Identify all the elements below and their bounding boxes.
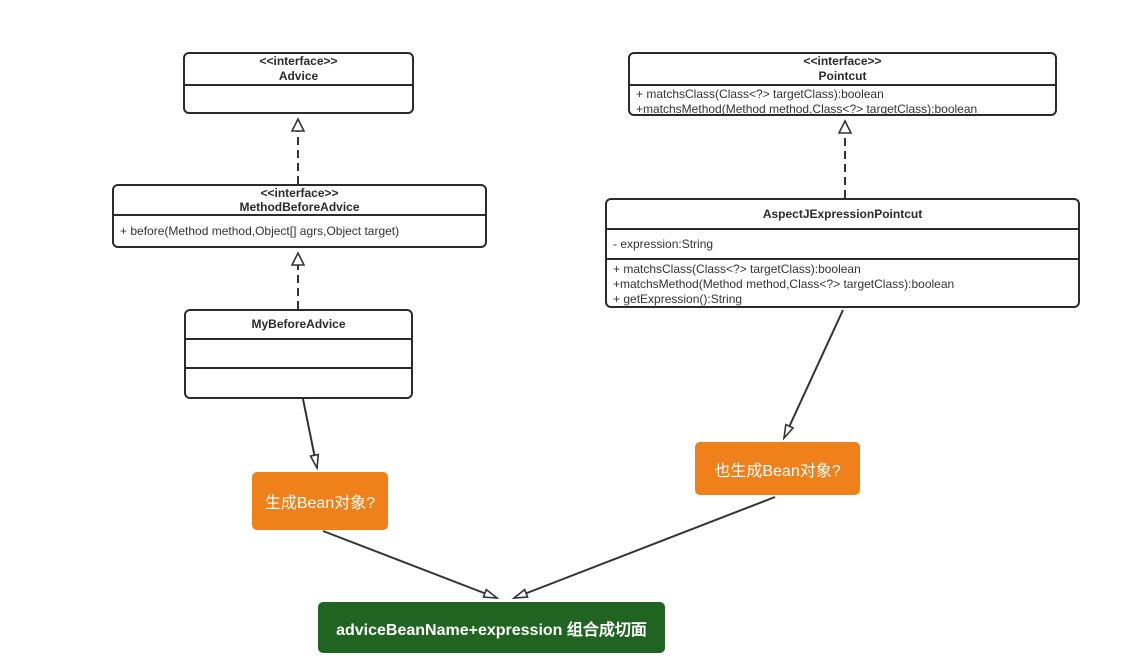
method-before-advice-header: <<interface>> MethodBeforeAdvice [114, 186, 485, 214]
pointcut-methods-compartment: + matchsClass(Class<?> targetClass):bool… [630, 84, 1055, 116]
pointcut-stereotype: <<interface>> [803, 54, 882, 68]
advice-header: <<interface>> Advice [185, 54, 412, 84]
connector-orange-right-to-green[interactable] [511, 496, 776, 599]
advice-empty-compartment [185, 84, 412, 112]
my-before-advice-header: MyBeforeAdvice [186, 311, 411, 338]
connector-mybefore-to-orange-left[interactable] [302, 398, 320, 471]
pointcut-header: <<interface>> Pointcut [630, 54, 1055, 84]
aspectj-expression-pointcut-method: +matchsMethod(Method method,Class<?> tar… [613, 277, 955, 291]
connector-orange-left-to-green[interactable] [322, 530, 500, 599]
advice-stereotype: <<interface>> [259, 54, 338, 68]
method-before-advice-method: + before(Method method,Object[] agrs,Obj… [120, 223, 400, 238]
pointcut-name: Pointcut [818, 69, 867, 83]
method-before-advice-stereotype: <<interface>> [260, 186, 339, 200]
method-before-advice-methods-compartment: + before(Method method,Object[] agrs,Obj… [114, 214, 485, 246]
aspectj-expression-pointcut-methods-compartment: + matchsClass(Class<?> targetClass):bool… [607, 258, 1078, 306]
class-box-pointcut[interactable]: <<interface>> Pointcut + matchsClass(Cla… [628, 52, 1057, 116]
aspectj-expression-pointcut-header: AspectJExpressionPointcut [607, 200, 1078, 228]
note-also-generate-bean-label: 也生成Bean对象? [714, 462, 841, 480]
note-generate-bean[interactable]: 生成Bean对象? [252, 472, 388, 530]
note-combine-aspect[interactable]: adviceBeanName+expression 组合成切面 [318, 602, 665, 653]
pointcut-method: + matchsClass(Class<?> targetClass):bool… [636, 87, 884, 101]
aspectj-expression-pointcut-name: AspectJExpressionPointcut [762, 206, 923, 221]
connector-ajep-to-orange-right[interactable] [782, 309, 844, 441]
note-also-generate-bean[interactable]: 也生成Bean对象? [695, 442, 860, 495]
pointcut-method: +matchsMethod(Method method,Class<?> tar… [636, 102, 978, 116]
class-box-my-before-advice[interactable]: MyBeforeAdvice [184, 309, 413, 399]
advice-name: Advice [278, 69, 319, 83]
note-generate-bean-label: 生成Bean对象? [264, 495, 376, 512]
aspectj-expression-pointcut-attributes-compartment: - expression:String [607, 228, 1078, 258]
note-combine-aspect-label: adviceBeanName+expression 组合成切面 [336, 621, 647, 639]
aspectj-expression-pointcut-method: + getExpression():String [613, 292, 743, 306]
class-box-advice[interactable]: <<interface>> Advice [183, 52, 414, 114]
class-box-aspectj-expression-pointcut[interactable]: AspectJExpressionPointcut - expression:S… [605, 198, 1080, 308]
class-box-method-before-advice[interactable]: <<interface>> MethodBeforeAdvice + befor… [112, 184, 487, 248]
method-before-advice-name: MethodBeforeAdvice [239, 200, 360, 214]
aspectj-expression-pointcut-method: + matchsClass(Class<?> targetClass):bool… [613, 262, 861, 276]
aspectj-expression-pointcut-attribute: - expression:String [613, 236, 714, 251]
my-before-advice-attributes-compartment [186, 338, 411, 367]
my-before-advice-name: MyBeforeAdvice [251, 317, 346, 331]
my-before-advice-methods-compartment [186, 367, 411, 396]
